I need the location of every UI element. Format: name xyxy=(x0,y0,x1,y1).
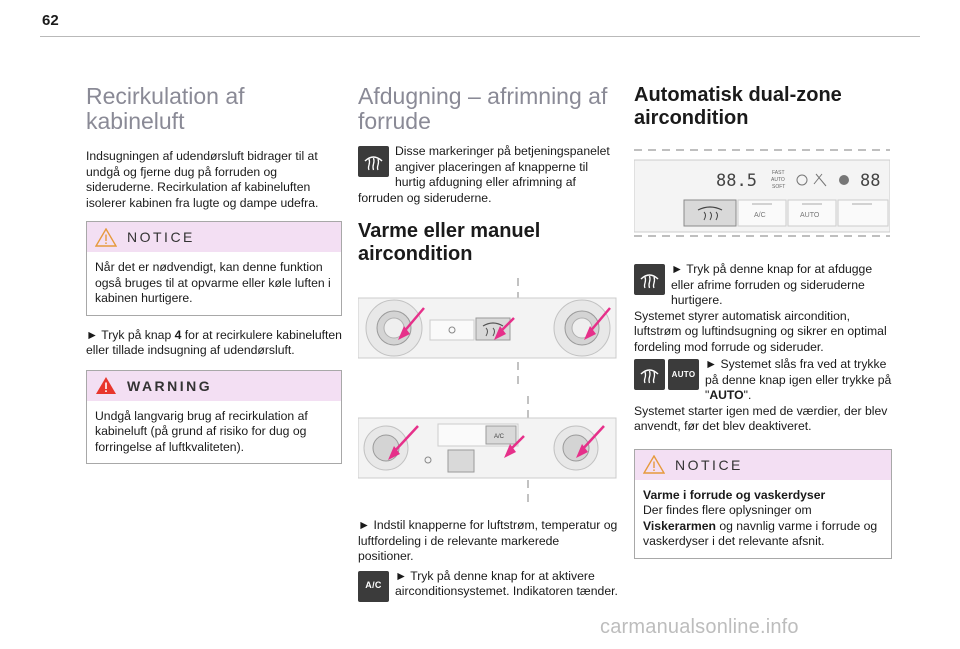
warning-title: WARNING xyxy=(127,377,213,394)
panel-ac-label: A/C xyxy=(494,434,505,440)
section-subtitle-manual: Varme eller manuel aircondition xyxy=(358,220,541,265)
column-defrost: Afdugning – afrimning af forrude Disse m… xyxy=(358,80,618,604)
auto-step1: ► Tryk på denne knap for at afdugge elle… xyxy=(634,262,892,309)
warning-header: WARNING xyxy=(87,370,341,401)
defrost-icon-2 xyxy=(634,264,665,295)
manual-step1: ► Indstil knapperne for luftstrøm, tempe… xyxy=(358,518,618,563)
notice-header-2: NOTICE xyxy=(635,449,891,480)
manual-ac-panel-illustration-2: A/C xyxy=(358,396,617,504)
recirculation-step: ► Tryk på knap 4 for at recirkulere kabi… xyxy=(86,328,342,359)
notice-box-2: NOTICE Varme i forrude og vaskerdyser De… xyxy=(634,448,892,559)
defrost-icon xyxy=(358,146,389,177)
step-suffix: for at recirkulere kabineluften eller ti… xyxy=(86,327,342,358)
page-number: 62 xyxy=(42,12,59,29)
panel-ac-button: A/C xyxy=(754,212,766,219)
auto-step2-suffix: ". xyxy=(743,388,752,402)
panel-auto-label: AUTO xyxy=(771,177,785,183)
panel-display-left: 88.5 xyxy=(716,171,757,191)
manual-step2: A/C ► Tryk på denne knap for at aktivere… xyxy=(358,569,618,604)
warning-text: Undgå langvarig brug af recirkulation af… xyxy=(95,408,308,454)
section-title-auto-ac: Automatisk dual-zone aircondition xyxy=(634,84,842,129)
auto-step1-text: ► Tryk på denne knap for at afdugge elle… xyxy=(671,262,873,307)
notice-heading-2: Varme i forrude og vaskerdyser xyxy=(643,487,826,502)
notice-title: NOTICE xyxy=(127,229,195,245)
auto-step2-key: AUTO xyxy=(709,388,744,402)
auto-step2: AUTO ► Systemet slås fra ved at trykke p… xyxy=(634,357,892,404)
notice-text-2: Der findes flere oplysninger om Viskerar… xyxy=(643,503,883,550)
notice-header: NOTICE xyxy=(87,222,341,252)
notice-title-2: NOTICE xyxy=(675,456,743,473)
notice-triangle-icon xyxy=(95,227,117,247)
notice-body-2: Varme i forrude og vaskerdyser Der finde… xyxy=(635,480,891,558)
notice-box: NOTICE Når det er nødvendigt, kan denne … xyxy=(86,221,342,316)
auto-ac-panel-illustration: 88.5 FAST AUTO SOFT 88 A/C AUTO xyxy=(634,149,890,237)
column-auto-ac: Automatisk dual-zone aircondition 88.5 F… xyxy=(634,80,892,559)
step-prefix: ► Tryk på knap xyxy=(86,327,175,342)
notice-text-2-suffix: og navnlig varme i forrude og vaskerdyse… xyxy=(643,518,878,549)
watermark: carmanualsonline.info xyxy=(600,616,799,638)
auto-icon: AUTO xyxy=(668,359,699,390)
top-rule xyxy=(40,36,920,37)
column-recirculation: Recirkulation af kabineluft Indsugningen… xyxy=(86,80,342,464)
notice-triangle-icon-2 xyxy=(643,455,665,474)
section-title-defrost: Afdugning – afrimning af forrude xyxy=(358,83,608,134)
step-key: 4 xyxy=(174,327,182,342)
warning-box: WARNING Undgå langvarig brug af recirkul… xyxy=(86,369,342,464)
defrost-icon-3 xyxy=(634,359,665,390)
panel-fast-label: FAST xyxy=(772,170,785,176)
panel-soft-label: SOFT xyxy=(772,184,785,190)
notice-text: Når det er nødvendigt, kan denne funktio… xyxy=(95,260,331,305)
notice-text-2-prefix: Der findes flere oplysninger om xyxy=(643,503,812,517)
manual-step2-text: ► Tryk på denne knap for at aktivere air… xyxy=(395,568,618,599)
panel-display-right: 88 xyxy=(860,171,880,191)
ac-icon: A/C xyxy=(358,570,389,602)
notice-text-2-key: Viskerarmen xyxy=(643,518,716,533)
recirculation-intro: Indsugningen af udendørsluft bidrager ti… xyxy=(86,149,319,210)
defrost-intro: Disse markeringer på betjeningspanelet a… xyxy=(358,144,618,206)
manual-ac-panel-illustration xyxy=(358,278,617,386)
panel-auto-button: AUTO xyxy=(800,212,820,219)
auto-text2: Systemet starter igen med de værdier, de… xyxy=(634,403,888,434)
defrost-intro-text: Disse markeringer på betjeningspanelet a… xyxy=(358,144,610,205)
section-title-recirculation: Recirkulation af kabineluft xyxy=(86,83,245,134)
auto-text1: Systemet styrer automatisk aircondition,… xyxy=(634,308,887,354)
warning-triangle-icon xyxy=(96,377,116,394)
auto-step2-prefix: ► Systemet slås fra ved at trykke på den… xyxy=(705,357,892,402)
